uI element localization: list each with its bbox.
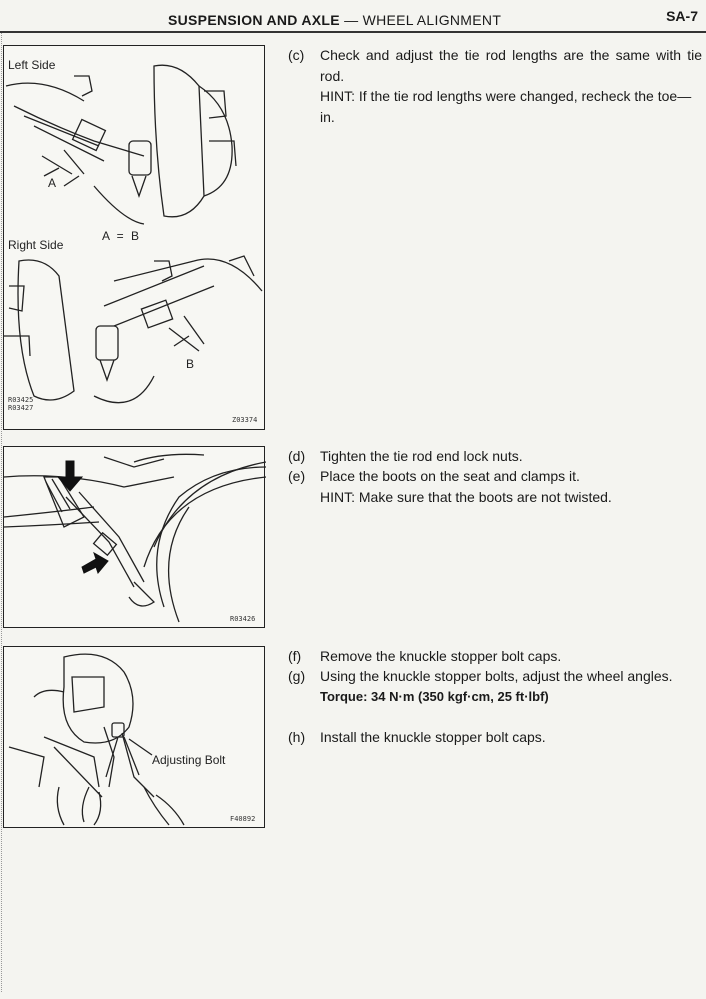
label-b: B [186,357,195,371]
label-left-side: Left Side [8,58,56,72]
page-header-title: SUSPENSION AND AXLE — WHEEL ALIGNMENT [168,12,501,28]
step-text: Place the boots on the seat and clamps i… [320,468,580,484]
figure-tie-rod-lengths: Left Side Right Side A = B A B R03425 R0… [3,45,265,430]
figure-code: F40892 [230,815,256,823]
adjusting-bolt-illustration [8,653,185,826]
step-torque: Torque: 34 N·m (350 kgf·cm, 25 ft·lbf) [320,688,549,704]
step-number: (g) [288,668,306,684]
figure-code: R03426 [230,615,256,623]
figure-adjusting-bolt: Adjusting Bolt F40892 [3,646,265,828]
label-a: A [48,176,57,190]
step-number: (f) [288,648,302,664]
figure-code-1: R03425 [8,396,34,404]
page-number: SA-7 [666,8,698,24]
lock-nut-illustration [4,453,266,623]
figure-lock-nuts: R03426 [3,446,266,628]
header-title-bold: SUSPENSION AND AXLE [168,12,340,28]
step-text: Remove the knuckle stopper bolt caps. [320,648,562,664]
label-adjusting-bolt: Adjusting Bolt [152,753,226,767]
label-equation: A = B [102,229,142,243]
figure-code-2: R03427 [8,404,34,412]
step-g: (g) Using the knuckle stopper bolts, adj… [288,666,702,707]
step-text: Tighten the tie rod end lock nuts. [320,448,523,464]
margin-dotted-line [1,32,3,992]
tie-rod-illustration [4,64,263,404]
step-text: Check and adjust the tie rod lengths are… [320,47,702,84]
step-d: (d) Tighten the tie rod end lock nuts. [288,446,702,467]
label-right-side: Right Side [8,238,64,252]
step-number: (c) [288,47,305,63]
step-text: Install the knuckle stopper bolt caps. [320,729,546,745]
step-hint: HINT: If the tie rod lengths were change… [320,88,692,125]
step-f: (f) Remove the knuckle stopper bolt caps… [288,646,702,667]
step-number: (e) [288,468,306,484]
header-title-separator: — [339,12,363,28]
step-number: (d) [288,448,306,464]
step-number: (h) [288,729,306,745]
step-text: Using the knuckle stopper bolts, adjust … [320,668,673,684]
step-h: (h) Install the knuckle stopper bolt cap… [288,727,702,748]
step-e: (e) Place the boots on the seat and clam… [288,466,702,507]
header-title-rest: WHEEL ALIGNMENT [362,12,502,28]
figure-code-3: Z03374 [232,416,258,424]
step-c: (c) Check and adjust the tie rod lengths… [288,45,702,127]
header-rule [0,31,706,33]
step-hint: HINT: Make sure that the boots are not t… [320,488,612,505]
